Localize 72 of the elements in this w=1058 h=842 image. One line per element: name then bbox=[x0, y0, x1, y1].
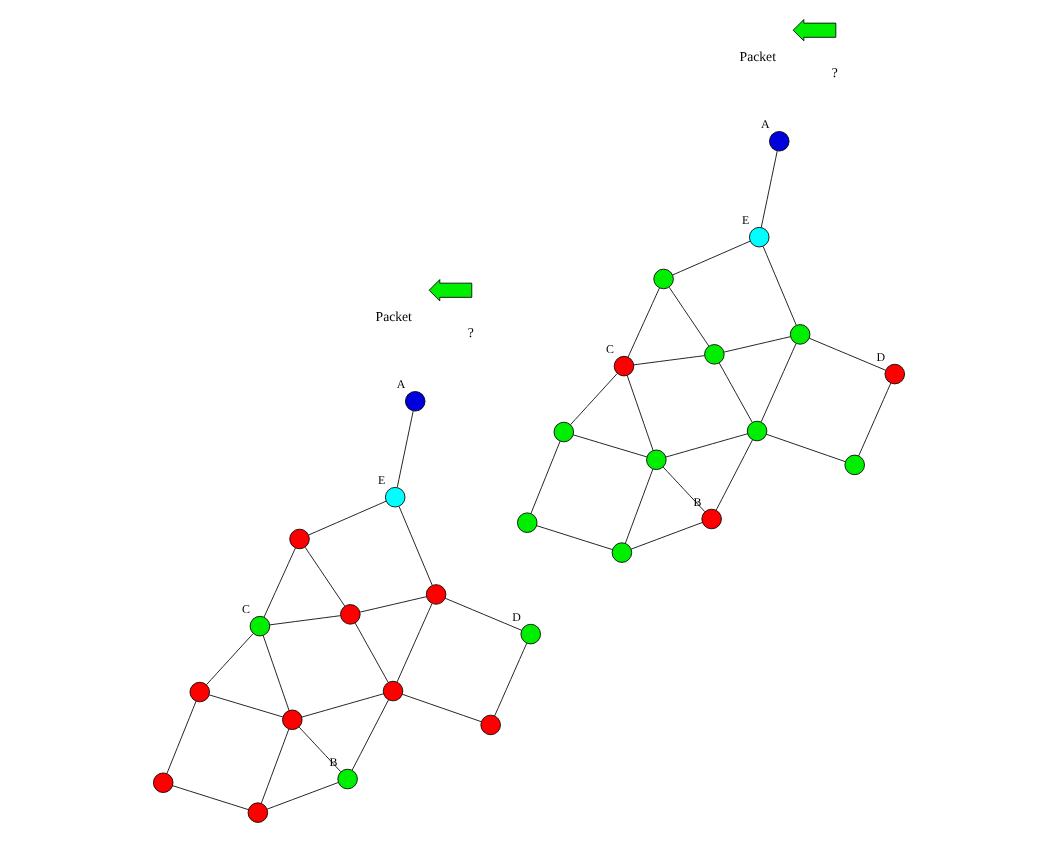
node-circle bbox=[384, 487, 406, 508]
node-circle bbox=[520, 623, 541, 645]
connector bbox=[626, 374, 654, 451]
connector bbox=[166, 700, 197, 774]
connector bbox=[354, 622, 389, 683]
connector bbox=[808, 337, 887, 371]
connector bbox=[627, 287, 660, 358]
node-circle bbox=[480, 714, 501, 736]
node-circle bbox=[704, 344, 725, 365]
node-circle bbox=[153, 772, 174, 793]
node-circle bbox=[405, 391, 426, 412]
connector bbox=[351, 699, 389, 771]
node-circle bbox=[425, 584, 447, 605]
connector bbox=[266, 782, 339, 810]
connector bbox=[396, 410, 414, 488]
connector bbox=[858, 382, 892, 457]
connector bbox=[269, 615, 341, 626]
connector bbox=[665, 433, 749, 458]
connector bbox=[672, 240, 751, 276]
node-circle bbox=[646, 449, 667, 470]
connector bbox=[206, 633, 254, 686]
node-circle bbox=[844, 454, 865, 476]
node-circle bbox=[701, 508, 722, 530]
node-circle bbox=[282, 709, 303, 731]
node-circle bbox=[653, 268, 674, 290]
node-circle bbox=[789, 324, 811, 345]
connector bbox=[723, 336, 791, 353]
connector bbox=[766, 433, 846, 463]
node-circle bbox=[517, 512, 538, 533]
connector bbox=[624, 468, 654, 544]
connector bbox=[494, 642, 528, 717]
connector bbox=[760, 150, 778, 228]
node-circle bbox=[189, 681, 210, 703]
node-circle bbox=[613, 355, 635, 377]
connector bbox=[572, 434, 648, 458]
node-circle bbox=[340, 604, 361, 625]
connector bbox=[718, 362, 753, 423]
connector bbox=[668, 286, 710, 347]
connector bbox=[662, 466, 706, 513]
connector bbox=[298, 726, 342, 773]
connector bbox=[260, 728, 290, 804]
node-circle bbox=[249, 615, 271, 637]
connector bbox=[401, 693, 482, 723]
connector bbox=[633, 355, 705, 366]
connector bbox=[398, 506, 433, 586]
node-circle bbox=[749, 226, 770, 248]
connector bbox=[262, 635, 290, 711]
connector bbox=[536, 525, 613, 551]
connector bbox=[530, 440, 561, 514]
node-circle bbox=[884, 363, 905, 385]
connector bbox=[762, 246, 797, 326]
connector bbox=[715, 439, 753, 511]
node-circle bbox=[289, 528, 310, 550]
node-circle bbox=[553, 421, 575, 443]
connector bbox=[359, 596, 427, 613]
connector bbox=[396, 603, 433, 683]
node-circle bbox=[247, 802, 269, 823]
connector bbox=[630, 522, 703, 550]
connector bbox=[304, 546, 346, 607]
connector bbox=[208, 694, 284, 718]
node-circle bbox=[382, 680, 404, 702]
node-circle bbox=[611, 542, 633, 563]
connector bbox=[263, 547, 296, 618]
connector bbox=[760, 343, 797, 423]
node-circle bbox=[337, 768, 358, 790]
connector bbox=[308, 500, 387, 536]
node-circle bbox=[746, 420, 768, 442]
node-circle bbox=[769, 131, 790, 152]
connector bbox=[172, 785, 249, 811]
connector bbox=[301, 693, 384, 718]
connector bbox=[444, 597, 522, 631]
connector bbox=[570, 373, 618, 426]
